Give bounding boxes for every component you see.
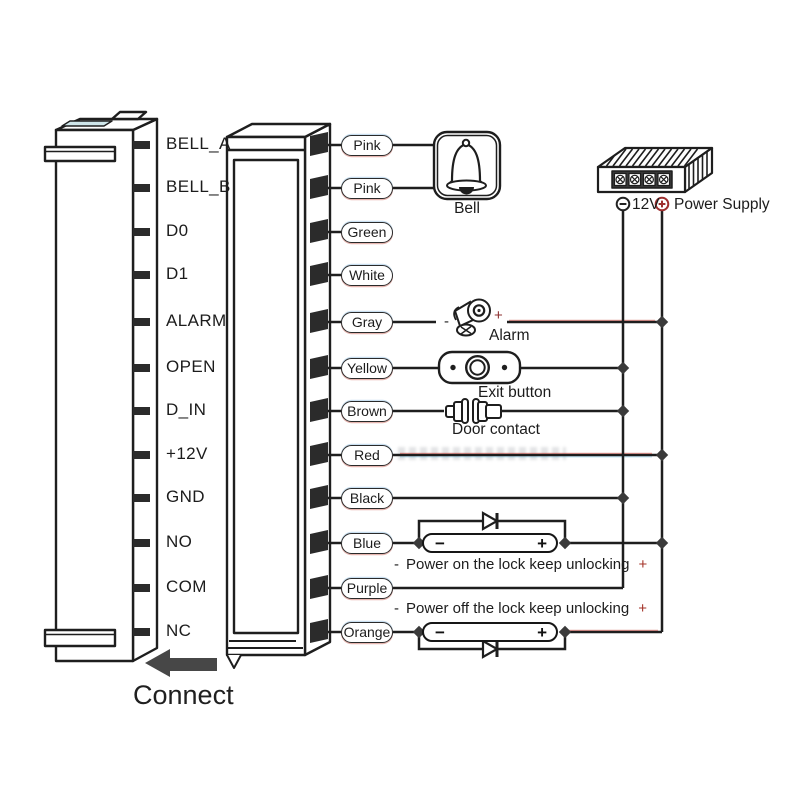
alarm-plus-sign: + bbox=[494, 307, 503, 324]
alarm-label: Alarm bbox=[489, 327, 530, 344]
caption-plus-sign: + bbox=[638, 556, 648, 573]
wire-label-black: Black bbox=[341, 487, 393, 509]
wire-label-pink-a: Pink bbox=[341, 134, 393, 156]
wire-label-brown: Brown bbox=[341, 400, 393, 422]
wire-label-orange: Orange bbox=[341, 621, 393, 643]
pin-label-12v: +12V bbox=[166, 444, 208, 463]
connect-arrow-icon bbox=[145, 649, 217, 677]
minus-terminal-icon bbox=[615, 196, 631, 212]
lock-power-off-caption: -Power off the lock keep unlocking + bbox=[394, 600, 647, 617]
caption-text: Power off the lock keep unlocking bbox=[406, 600, 630, 617]
wire-label-blue: Blue bbox=[341, 532, 393, 554]
diode-icon bbox=[481, 511, 500, 531]
junction-dot bbox=[616, 361, 630, 375]
junction-dot bbox=[558, 536, 572, 550]
wire-label-red: Red bbox=[341, 444, 393, 466]
alarm-icon bbox=[453, 298, 491, 337]
pin-label-no: NO bbox=[166, 532, 193, 551]
plus-terminal-icon bbox=[654, 196, 670, 212]
pin-label-alarm: ALARM bbox=[166, 311, 227, 330]
connect-label: Connect bbox=[133, 680, 234, 710]
wire-label-yellow: Yellow bbox=[341, 357, 393, 379]
power-supply-label: Power Supply bbox=[674, 196, 770, 213]
lock-power-on: − + bbox=[422, 533, 558, 553]
caption-minus-sign: - bbox=[394, 600, 399, 617]
caption-minus-sign: - bbox=[394, 556, 399, 573]
controller-device bbox=[225, 122, 332, 669]
caption-text: Power on the lock keep unlocking bbox=[406, 556, 630, 573]
junction-dot bbox=[616, 491, 630, 505]
keypad-device bbox=[43, 110, 159, 663]
lock-plus-sign: + bbox=[537, 533, 547, 553]
alarm-minus-sign: - bbox=[444, 313, 449, 330]
bell-icon bbox=[432, 130, 502, 201]
lock-plus-sign: + bbox=[537, 622, 547, 642]
wire-label-green: Green bbox=[341, 221, 393, 243]
wire-label-purple: Purple bbox=[341, 577, 393, 599]
wires bbox=[328, 143, 664, 651]
junction-dots bbox=[412, 315, 669, 639]
wire-label-white: White bbox=[341, 264, 393, 286]
pin-label-gnd: GND bbox=[166, 487, 205, 506]
junction-dot bbox=[655, 536, 669, 550]
exit-button-label: Exit button bbox=[478, 384, 552, 401]
pin-label-d-in: D_IN bbox=[166, 400, 207, 419]
caption-plus-sign: + bbox=[638, 600, 647, 617]
wire-label-gray: Gray bbox=[341, 311, 393, 333]
pin-label-nc: NC bbox=[166, 621, 192, 640]
pin-label-com: COM bbox=[166, 577, 207, 596]
junction-dot bbox=[616, 404, 630, 418]
keypad-pin-stubs bbox=[133, 141, 150, 636]
watermark-smudge bbox=[398, 447, 566, 460]
pin-label-d0: D0 bbox=[166, 221, 189, 240]
pin-label-bell-a: BELL_A bbox=[166, 134, 231, 153]
controller-pins bbox=[310, 132, 328, 643]
lock-power-on-caption: -Power on the lock keep unlocking + bbox=[394, 556, 647, 573]
pin-label-d1: D1 bbox=[166, 264, 189, 283]
power-supply-icon bbox=[596, 146, 714, 194]
door-contact-icon bbox=[445, 398, 502, 424]
lock-power-off: − + bbox=[422, 622, 558, 642]
junction-dot bbox=[655, 448, 669, 462]
bell-label: Bell bbox=[454, 200, 480, 217]
wire-label-pink-b: Pink bbox=[341, 177, 393, 199]
lock-minus-sign: − bbox=[435, 622, 445, 642]
power-supply-voltage: 12V bbox=[632, 196, 660, 213]
junction-dot bbox=[655, 315, 669, 329]
door-contact-label: Door contact bbox=[452, 421, 540, 438]
junction-dot bbox=[558, 625, 572, 639]
diode-icon bbox=[481, 639, 500, 659]
pin-label-open: OPEN bbox=[166, 357, 216, 376]
lock-minus-sign: − bbox=[435, 533, 445, 553]
exit-button-icon bbox=[437, 350, 522, 385]
pin-label-bell-b: BELL_B bbox=[166, 177, 231, 196]
